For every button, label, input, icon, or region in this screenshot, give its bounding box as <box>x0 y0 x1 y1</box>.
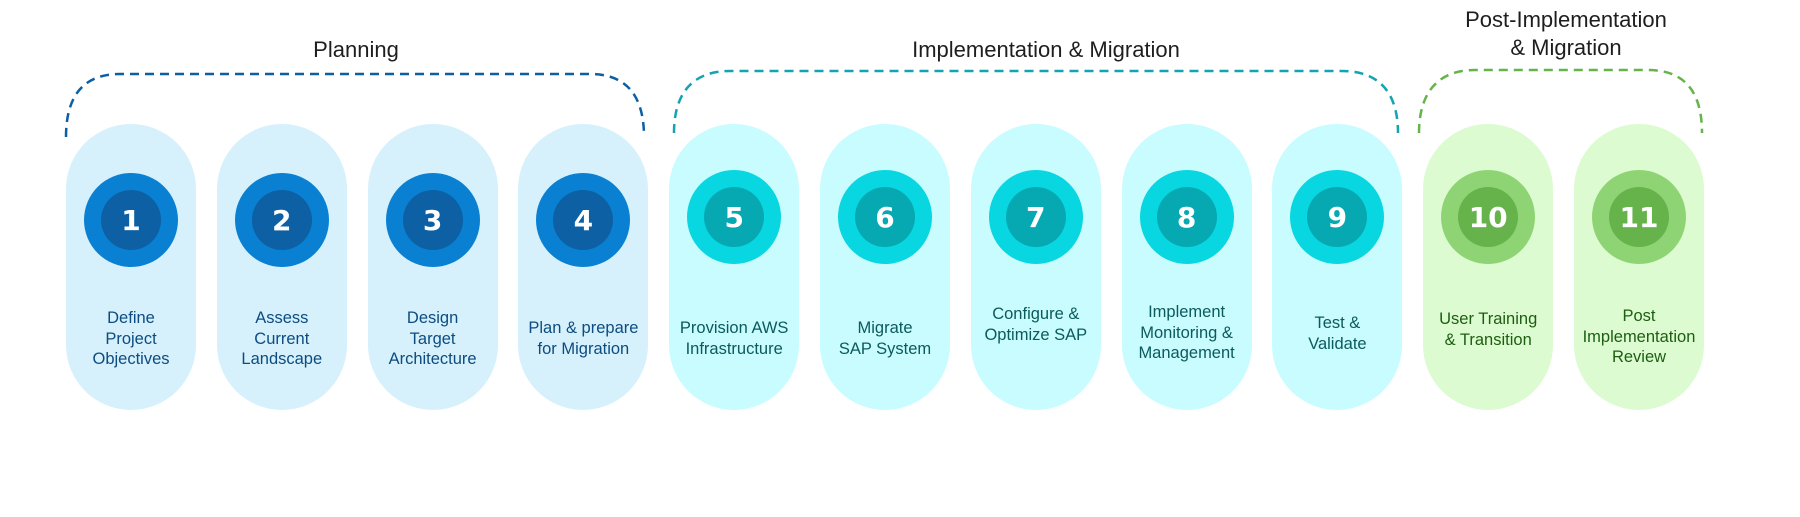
step-number: 5 <box>704 187 765 247</box>
step-label-line: Validate <box>1308 334 1367 353</box>
step-number: 3 <box>402 190 463 250</box>
step-label-line: Implementation <box>1582 327 1696 346</box>
step-label-line: Project <box>105 329 157 348</box>
step-label-line: Implement <box>1148 303 1226 321</box>
step-label-line: Architecture <box>388 350 477 368</box>
step-label-line: Optimize SAP <box>984 325 1088 344</box>
step-number: 10 <box>1458 187 1519 247</box>
step-label-line: Provision AWS <box>679 319 789 337</box>
step-number-badge: 4 <box>536 173 631 267</box>
step-label-line: for Migration <box>537 339 630 358</box>
step-number: 8 <box>1156 187 1217 247</box>
step-number: 9 <box>1307 187 1368 247</box>
step-label-line: Review <box>1611 348 1667 366</box>
bracket-planning <box>64 72 646 138</box>
step-number-badge: 6 <box>838 170 932 264</box>
phase-title-line: & Migration <box>1510 35 1622 60</box>
phase-title-implementation: Implementation & Migration <box>912 36 1180 64</box>
step-number-badge: 3 <box>385 173 480 267</box>
phase-title-line: Planning <box>313 37 399 62</box>
phase-title-post-implementation: Post-Implementation & Migration <box>1465 6 1667 62</box>
step-number-badge: 7 <box>988 170 1083 264</box>
step-number-badge: 10 <box>1441 170 1536 264</box>
step-number: 7 <box>1005 187 1066 247</box>
step-label: Configure & Optimize SAP <box>971 304 1101 345</box>
step-label-line: Target <box>409 329 456 348</box>
step-label: User Training & Transition <box>1423 309 1553 350</box>
step-label-line: User Training <box>1439 310 1538 328</box>
step-label-line: Design <box>406 309 459 327</box>
phase-title-planning: Planning <box>313 36 399 64</box>
step-number: 2 <box>251 190 312 250</box>
step-number: 4 <box>553 190 614 250</box>
step-label-line: Plan & prepare <box>528 319 639 337</box>
step-number-badge: 9 <box>1290 170 1385 264</box>
step-number: 1 <box>101 190 161 250</box>
step-label: Plan & prepare for Migration <box>518 318 648 359</box>
step-label-line: Post <box>1622 307 1656 325</box>
step-label: Provision AWS Infrastructure <box>669 318 799 359</box>
bracket-post-implementation <box>1417 68 1704 134</box>
step-label-line: Assess <box>255 309 309 327</box>
phase-title-line: Post-Implementation <box>1465 7 1667 32</box>
step-number-badge: 2 <box>234 173 329 267</box>
step-label-line: SAP System <box>838 339 932 358</box>
step-label-line: & Transition <box>1444 330 1532 349</box>
step-label-line: Test & <box>1314 314 1361 332</box>
step-label-line: Infrastructure <box>685 339 783 358</box>
step-number-badge: 5 <box>687 170 782 264</box>
step-label-line: Migrate <box>857 319 913 337</box>
step-number-badge: 11 <box>1592 170 1686 264</box>
step-label-line: Configure & <box>992 305 1080 323</box>
phase-title-line: Implementation & Migration <box>912 37 1180 62</box>
step-label-line: Monitoring & <box>1140 323 1233 342</box>
step-label-line: Define <box>107 309 155 327</box>
step-label-line: Current <box>254 329 310 348</box>
step-number: 11 <box>1609 187 1669 247</box>
step-label-line: Management <box>1138 344 1235 362</box>
step-label: Test & Validate <box>1272 313 1402 354</box>
step-number-badge: 1 <box>84 173 178 267</box>
step-number-badge: 8 <box>1139 170 1234 264</box>
step-label-line: Objectives <box>92 350 170 368</box>
step-label-line: Landscape <box>241 350 323 368</box>
step-number: 6 <box>855 187 915 247</box>
bracket-implementation <box>672 69 1400 134</box>
